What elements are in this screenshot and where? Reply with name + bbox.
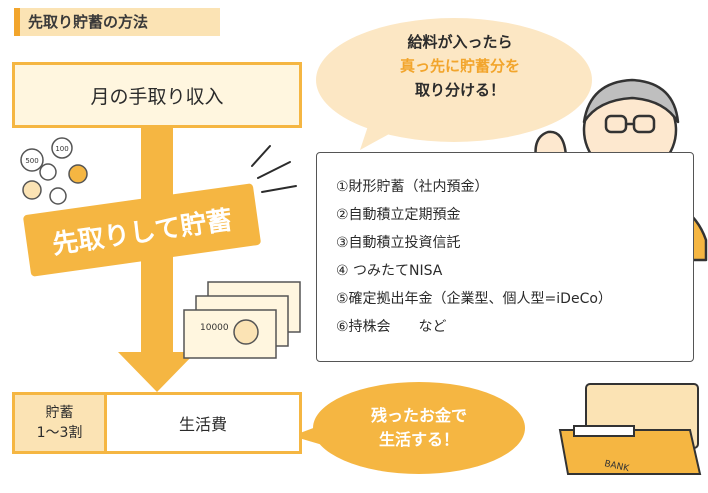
coin-10 — [22, 180, 42, 200]
speech-bubble-bottom — [292, 382, 525, 474]
income-label: 月の手取り収入 — [90, 85, 224, 108]
coin-500-label: 500 — [25, 157, 38, 165]
income-box — [12, 62, 302, 128]
coin-50 — [49, 187, 67, 205]
methods-list-box — [316, 152, 694, 362]
bankbook-wallet-icon — [558, 383, 702, 475]
bubble-top-line3: 取り分ける！ — [414, 81, 505, 99]
title-band — [14, 8, 220, 36]
coin-500 — [20, 148, 44, 172]
banknotes-icon — [183, 281, 301, 359]
emphasis-lines-icon — [251, 145, 297, 193]
coin-100 — [51, 137, 73, 159]
bubble-top-line1: 給料が入ったら — [407, 33, 513, 51]
living-expenses-label: 生活費 — [178, 415, 227, 434]
method-item: ③自動積立投資信託 — [336, 235, 461, 251]
speech-bubble-top-text: 給料が入ったら 真っ先に貯蓄分を 取り分ける！ — [330, 30, 590, 102]
coin-5 — [68, 164, 88, 184]
method-item: ⑥持株会 など — [336, 319, 447, 335]
bubble-bottom-line2: 生活する！ — [378, 430, 459, 449]
method-item: ④ つみたてNISA — [336, 263, 443, 279]
title-accent-bar — [14, 8, 20, 36]
bubble-top-line2: 真っ先に貯蓄分を — [399, 57, 520, 75]
speech-bubble-top — [316, 18, 592, 150]
coin-100-label: 100 — [55, 145, 68, 153]
bubble-bottom-line1: 残ったお金で — [370, 406, 467, 425]
method-item: ②自動積立定期預金 — [336, 207, 461, 223]
arrow-head — [118, 352, 196, 392]
savings-label: 貯蓄 — [45, 405, 74, 421]
method-item: ①財形貯蓄（社内預金） — [336, 179, 489, 195]
page-title: 先取り貯蓄の方法 — [28, 13, 149, 31]
coin-1 — [39, 163, 57, 181]
savings-ratio: 1～3割 — [36, 425, 83, 441]
speech-bubble-bottom-text: 残ったお金で 生活する！ — [326, 404, 512, 452]
savings-cell: 貯蓄 1～3割 — [15, 395, 107, 451]
coins-icon — [20, 137, 88, 205]
banknote-value: 10000 — [200, 323, 229, 333]
method-item: ⑤確定拠出年金（企業型、個人型=iDeCo） — [336, 291, 612, 307]
